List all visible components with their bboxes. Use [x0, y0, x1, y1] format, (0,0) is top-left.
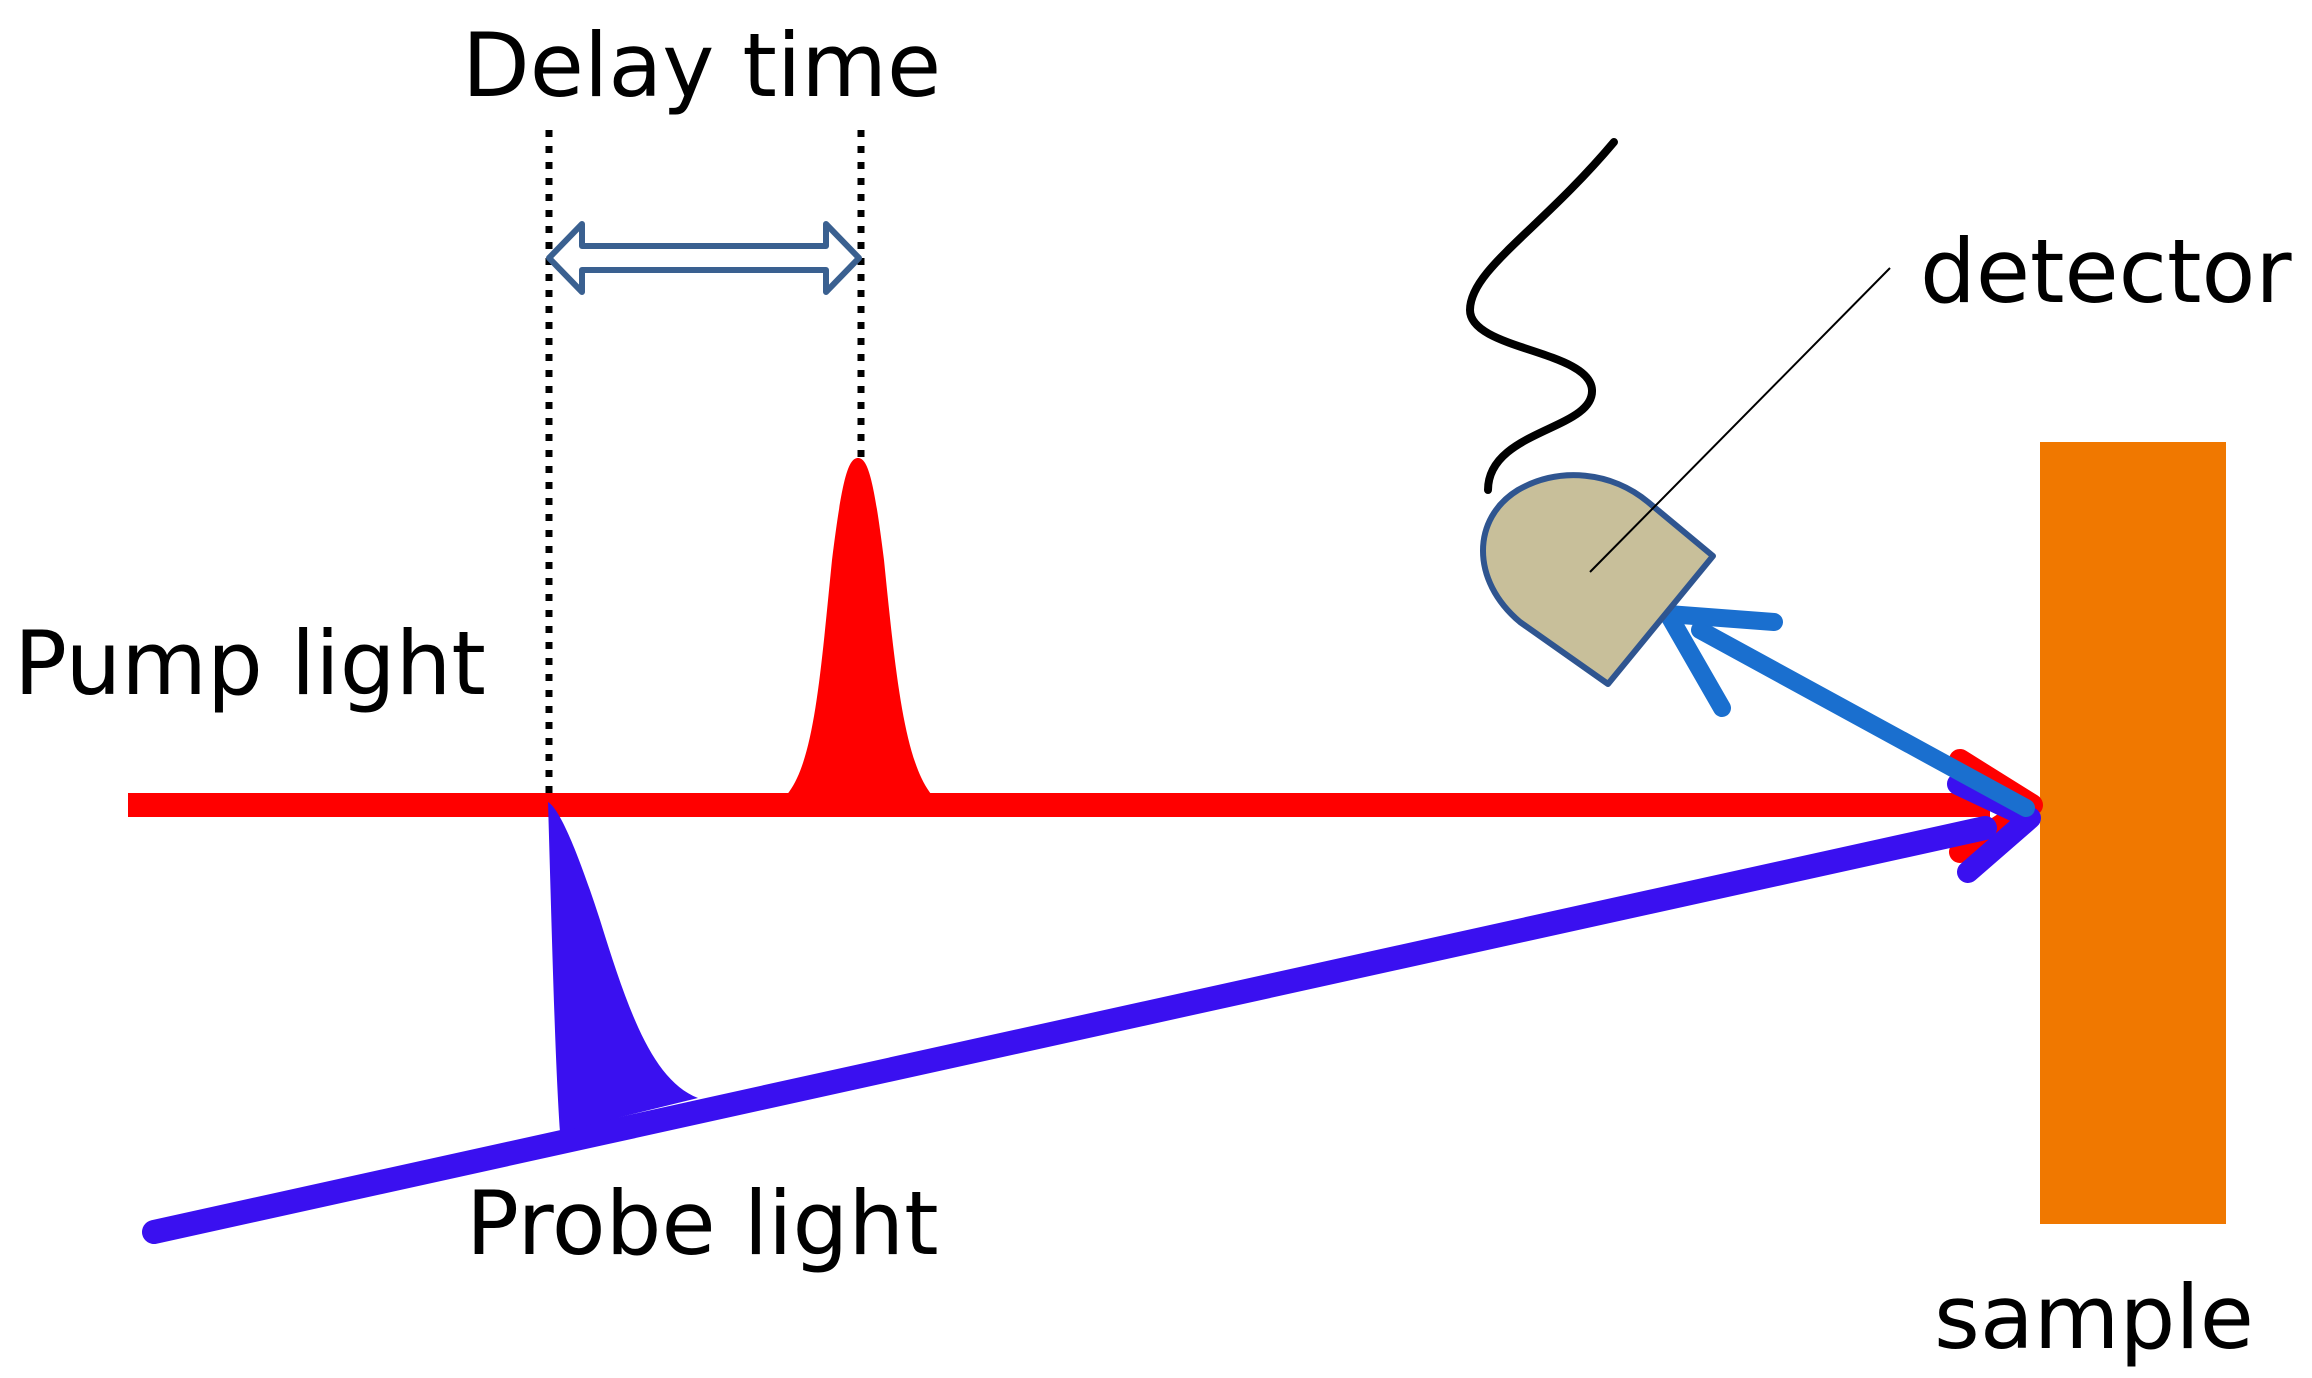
double-arrow-icon	[546, 221, 862, 295]
probe-pulse	[548, 802, 698, 1132]
delay-time-label: Delay time	[462, 14, 942, 117]
probe-beam	[142, 816, 1997, 1244]
detector-label: detector	[1920, 220, 2292, 323]
pump-pulse	[770, 458, 948, 808]
sample-slab-icon	[2040, 442, 2226, 1224]
photodetector-icon	[1480, 472, 1716, 687]
probe-arrowhead	[1947, 773, 2041, 883]
pump-light-label: Pump light	[14, 612, 486, 715]
probe-light-label: Probe light	[466, 1172, 939, 1275]
sample-label: sample	[1934, 1266, 2254, 1369]
detector-leader-line	[1589, 267, 1891, 573]
reflected-beam	[1691, 621, 2035, 817]
detector-wire	[1465, 138, 1618, 494]
